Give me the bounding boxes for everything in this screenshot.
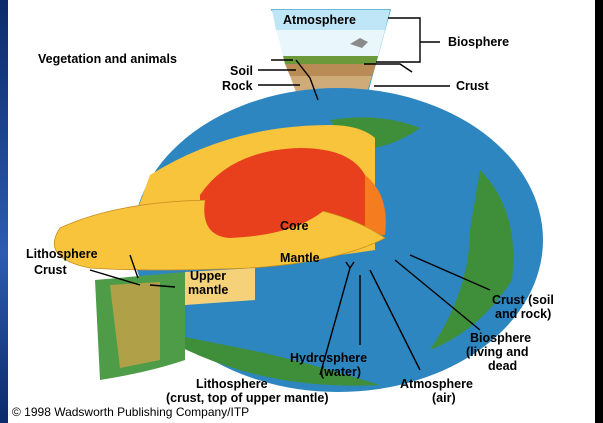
copyright-notice: © 1998 Wadsworth Publishing Company/ITP: [12, 405, 250, 419]
label-crust-right-line1: Crust (soil: [492, 293, 554, 307]
leader-lines: [89, 17, 491, 376]
label-biosphere-bottom-line1: Biosphere: [470, 331, 531, 345]
label-hydrosphere-line1: Hydrosphere: [290, 351, 367, 365]
bird-icon: [350, 38, 368, 48]
label-crust-right-line2: and rock): [495, 307, 551, 321]
label-rock: Rock: [222, 79, 253, 93]
label-lithosphere-bottom-line2: (crust, top of upper mantle): [166, 391, 329, 405]
label-hydrosphere-line2: (water): [320, 365, 361, 379]
label-atmosphere-top: Atmosphere: [283, 13, 356, 27]
label-soil: Soil: [230, 64, 253, 78]
label-vegetation: Vegetation and animals: [38, 52, 177, 66]
label-biosphere-top: Biosphere: [448, 35, 509, 49]
label-atmosphere-bottom-line1: Atmosphere: [400, 377, 473, 391]
label-crust-top: Crust: [456, 79, 489, 93]
label-mantle: Mantle: [280, 251, 320, 265]
label-biosphere-bottom-line3: dead: [488, 359, 517, 373]
label-upper-mantle-line1: Upper: [190, 269, 226, 283]
label-crust-left: Crust: [34, 263, 67, 277]
label-lithosphere-bottom-line1: Lithosphere: [196, 377, 268, 391]
label-upper-mantle-line2: mantle: [188, 283, 228, 297]
earth-globe: [54, 88, 543, 392]
label-lithosphere-left: Lithosphere: [26, 247, 98, 261]
label-atmosphere-bottom-line2: (air): [432, 391, 456, 405]
label-core: Core: [280, 219, 309, 233]
label-biosphere-bottom-line2: (living and: [466, 345, 529, 359]
